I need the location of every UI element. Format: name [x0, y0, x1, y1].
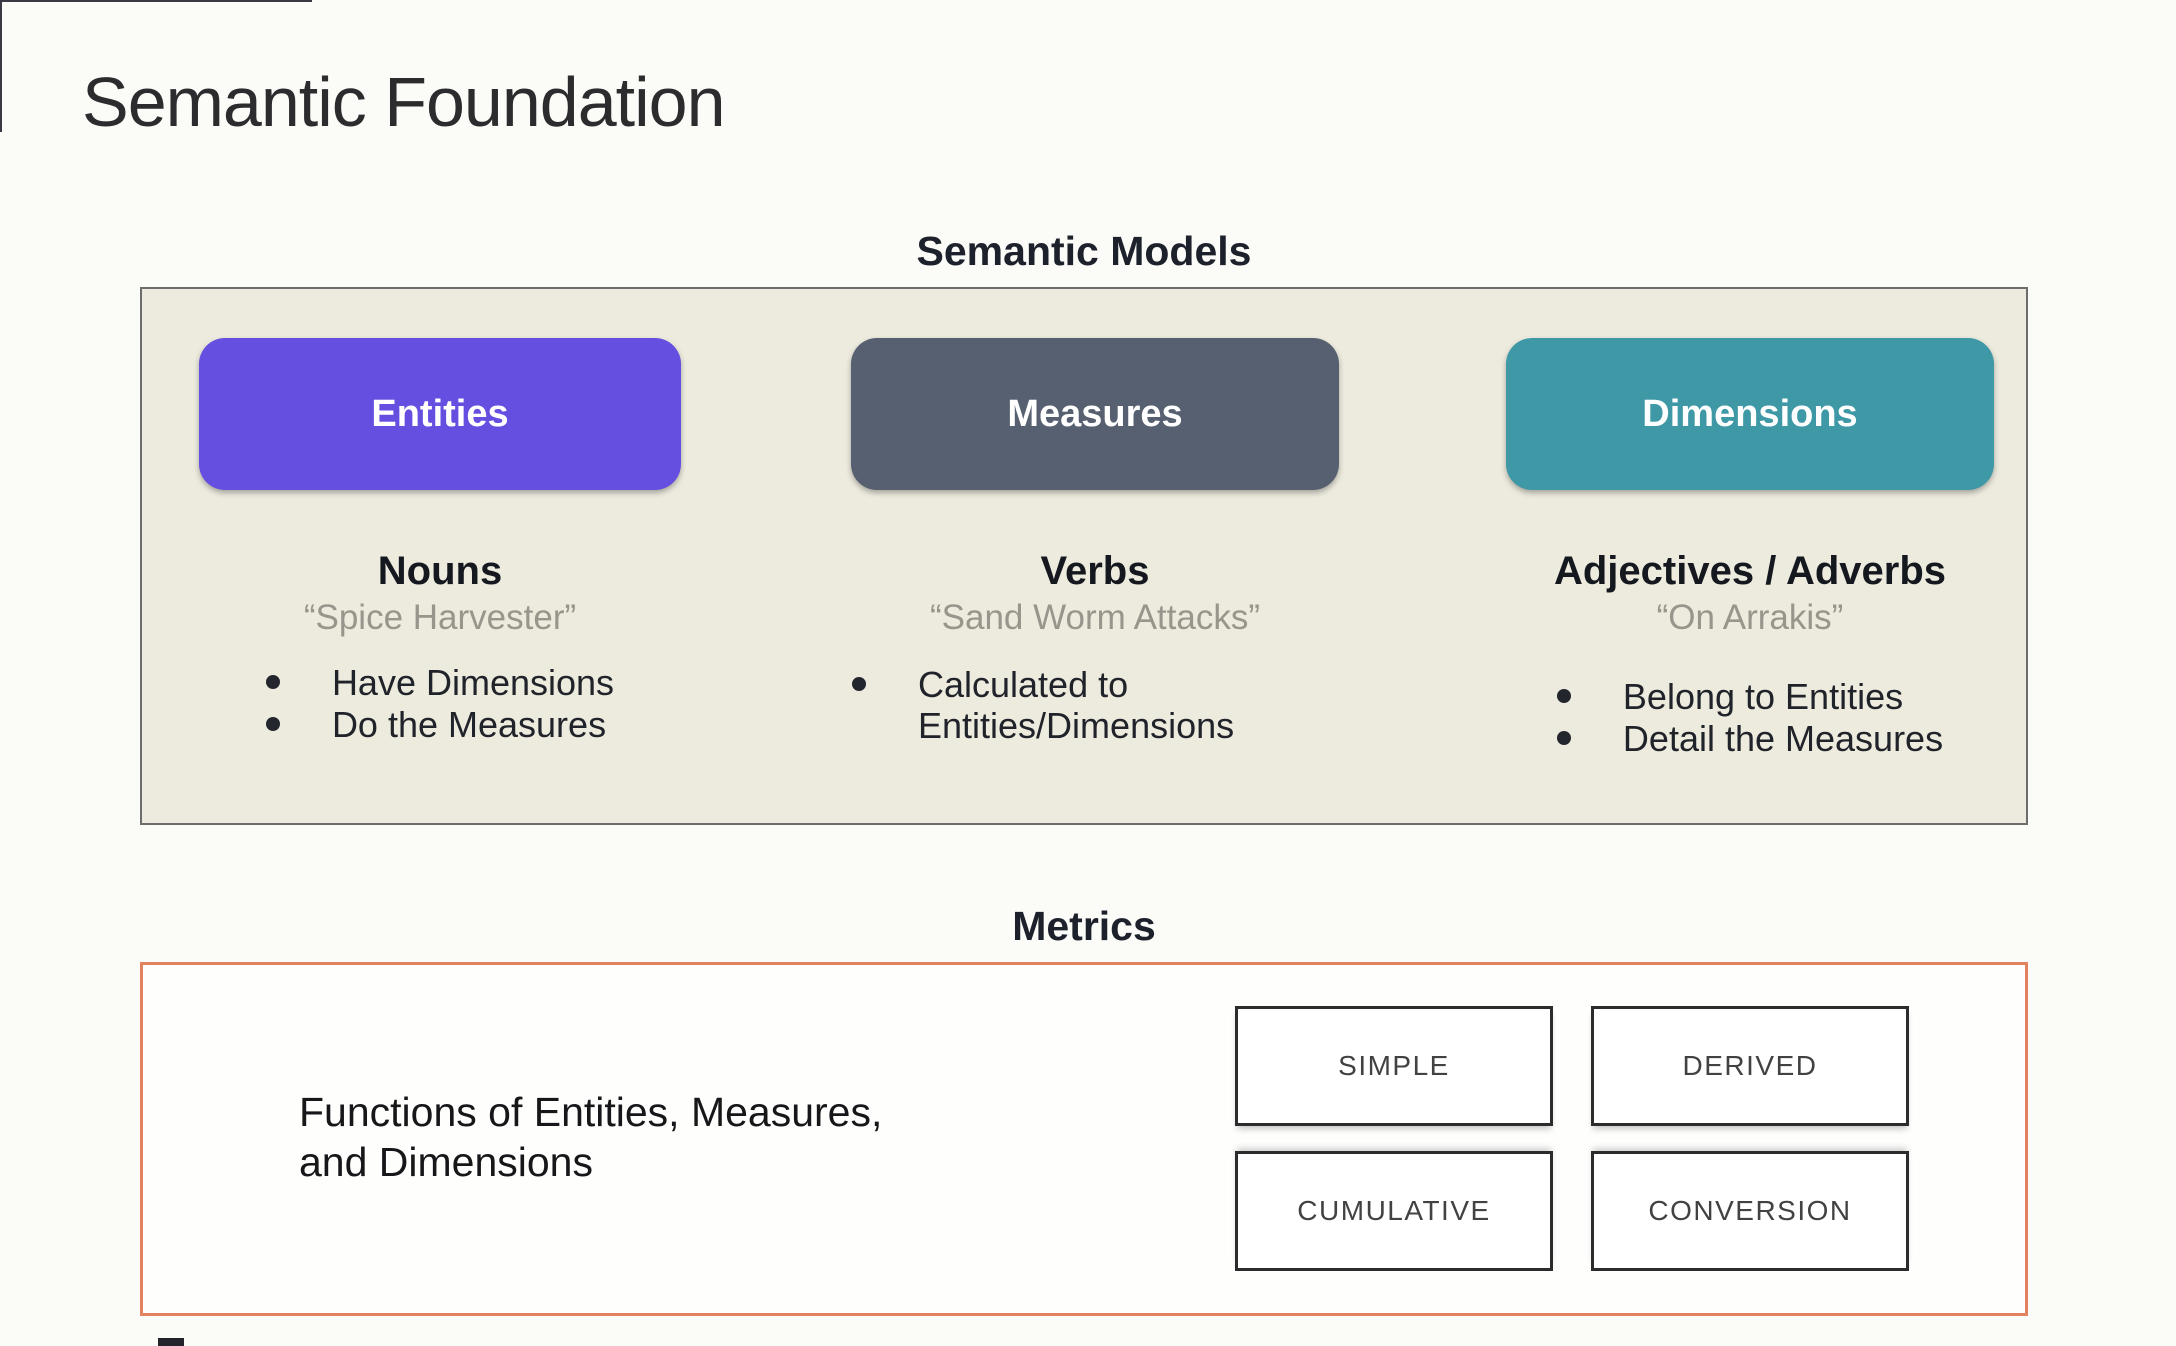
window-frame-top-edge [0, 0, 312, 2]
metric-type-cumulative-label: CUMULATIVE [1297, 1195, 1491, 1226]
entities-bullet-list: Have Dimensions Do the Measures [265, 662, 614, 746]
metrics-panel: Functions of Entities, Measures, and Dim… [140, 962, 2028, 1316]
semantic-models-heading: Semantic Models [916, 228, 1252, 274]
bullet-icon [265, 675, 280, 689]
metrics-description-line1: Functions of Entities, Measures, [299, 1089, 883, 1135]
metric-type-cumulative[interactable]: CUMULATIVE [1235, 1151, 1553, 1271]
list-item: Have Dimensions [265, 662, 614, 703]
measures-button-label: Measures [1007, 392, 1183, 435]
measures-column: Verbs “Sand Worm Attacks” Calculated to … [815, 549, 1375, 747]
metric-type-derived-label: DERIVED [1682, 1050, 1818, 1081]
player-scrubber-notch [158, 1338, 184, 1346]
dimensions-column: Adjectives / Adverbs “On Arrakis” Belong… [1470, 549, 2030, 760]
bullet-icon [265, 717, 280, 731]
dimensions-bullet-list: Belong to Entities Detail the Measures [1556, 676, 1943, 760]
entities-button[interactable]: Entities [199, 338, 681, 490]
entities-example-quote: “Spice Harvester” [303, 598, 577, 637]
window-frame-left-edge [0, 0, 2, 132]
metrics-description-line2: and Dimensions [299, 1139, 593, 1185]
page-title: Semantic Foundation [82, 63, 726, 141]
dimensions-button-label: Dimensions [1642, 392, 1858, 435]
metric-type-simple[interactable]: SIMPLE [1235, 1006, 1553, 1126]
measures-part-of-speech: Verbs [1040, 549, 1150, 593]
list-item: Do the Measures [265, 704, 614, 745]
dimensions-example-quote: “On Arrakis” [1656, 598, 1844, 637]
bullet-icon [1556, 689, 1571, 703]
measures-example-quote: “Sand Worm Attacks” [929, 598, 1260, 637]
metric-type-conversion[interactable]: CONVERSION [1591, 1151, 1909, 1271]
dimensions-button[interactable]: Dimensions [1506, 338, 1994, 490]
metrics-heading: Metrics [1012, 903, 1156, 949]
dimensions-part-of-speech: Adjectives / Adverbs [1553, 549, 1946, 593]
entities-column: Nouns “Spice Harvester” Have Dimensions … [160, 549, 720, 746]
list-item: Detail the Measures [1556, 718, 1943, 759]
measures-button[interactable]: Measures [851, 338, 1339, 490]
list-item: Calculated to Entities/Dimensions [852, 664, 1338, 746]
metric-type-conversion-label: CONVERSION [1648, 1195, 1852, 1226]
bullet-icon [852, 677, 866, 691]
measures-bullet-list: Calculated to Entities/Dimensions [852, 664, 1338, 747]
entities-part-of-speech: Nouns [377, 549, 503, 593]
entities-button-label: Entities [371, 392, 509, 435]
metric-type-simple-label: SIMPLE [1338, 1050, 1450, 1081]
list-item: Belong to Entities [1556, 676, 1943, 717]
metrics-description: Functions of Entities, Measures, and Dim… [299, 1087, 882, 1187]
metric-type-derived[interactable]: DERIVED [1591, 1006, 1909, 1126]
bullet-icon [1556, 731, 1571, 745]
semantic-models-panel: Entities Measures Dimensions Nouns “Spic… [140, 287, 2028, 825]
